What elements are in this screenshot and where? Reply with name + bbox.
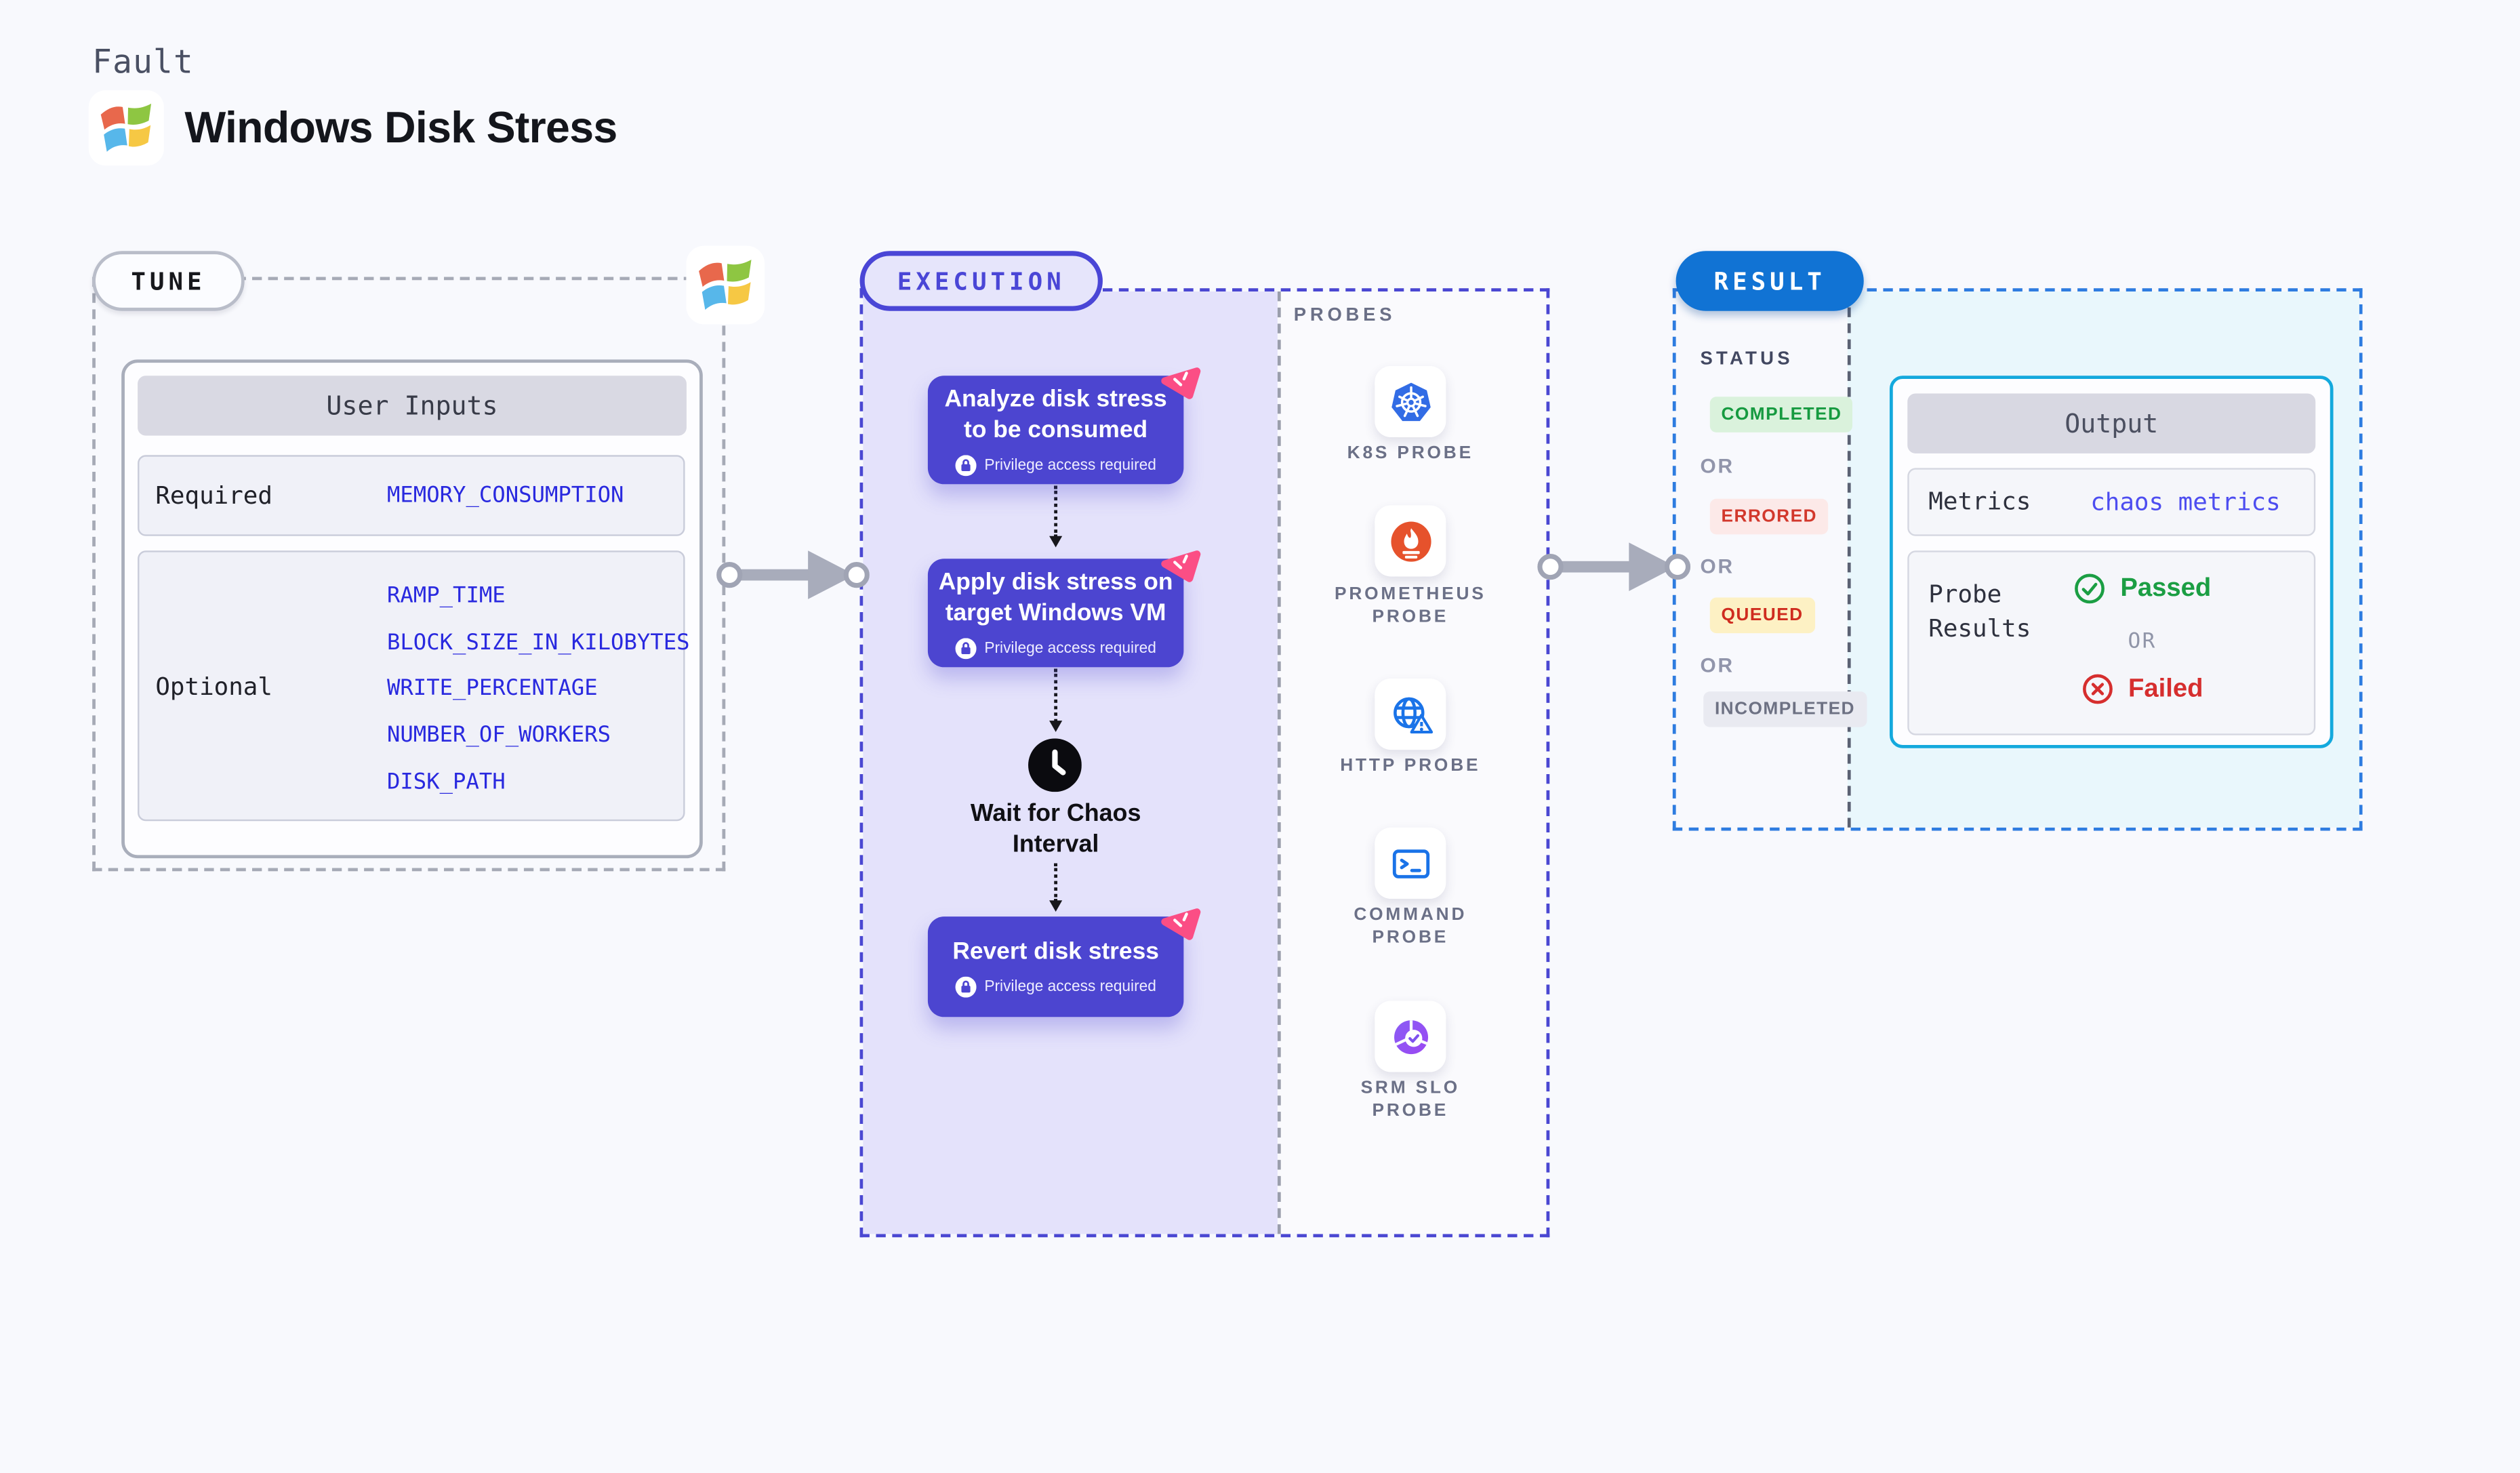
or-separator: OR [1700, 654, 1734, 677]
probe-label: K8S PROBE [1347, 443, 1474, 464]
probes-heading: PROBES [1293, 306, 1396, 326]
tune-pill: TUNE [92, 251, 245, 311]
prometheus-icon [1389, 519, 1433, 563]
input-variable: DISK_PATH [386, 768, 506, 795]
step-title: Analyze disk stress to be consumed [944, 386, 1167, 443]
status-badge-incompleted: INCOMPLETED [1703, 691, 1867, 727]
lock-icon [955, 975, 976, 996]
metrics-value: chaos metrics [2090, 487, 2281, 517]
check-circle-icon [2073, 571, 2107, 605]
status-badge-queued: QUEUED [1709, 597, 1815, 634]
input-variable: NUMBER_OF_WORKERS [386, 722, 611, 748]
output-title: Output [1907, 393, 2316, 453]
input-variable: BLOCK_SIZE_IN_KILOBYTES [386, 630, 690, 656]
metrics-label: Metrics [1928, 486, 2031, 516]
fault-kicker: Fault [92, 42, 195, 81]
step-title: Revert disk stress [952, 938, 1159, 965]
or-separator: OR [1700, 555, 1734, 578]
execution-section: Analyze disk stress to be consumed Privi… [859, 288, 1550, 1238]
output-card: Output Metrics chaos metrics Probe Resul… [1889, 376, 2334, 748]
probe-results-row: Probe Results Passed OR Failed [1907, 550, 2316, 735]
probe-label: HTTP PROBE [1340, 756, 1481, 776]
user-inputs-card: User Inputs Required MEMORY_CONSUMPTION … [121, 359, 703, 859]
arrow-down-icon [1048, 721, 1061, 732]
optional-values-list: RAMP_TIME BLOCK_SIZE_IN_KILOBYTES WRITE_… [386, 573, 690, 805]
x-circle-icon [2081, 672, 2115, 706]
probe-tile-http [1375, 678, 1446, 750]
step-apply-disk-stress: Apply disk stress on target Windows VM P… [927, 559, 1183, 668]
input-variable: RAMP_TIME [386, 583, 506, 609]
flow-connector [1054, 485, 1058, 538]
input-variable: WRITE_PERCENTAGE [386, 676, 598, 702]
probe-tile-command [1375, 827, 1446, 899]
result-pill: RESULT [1675, 251, 1864, 311]
windows-logo-icon [87, 89, 165, 167]
arrow-tune-to-execution [716, 550, 870, 599]
probes-panel [1277, 291, 1547, 1234]
step-title: Apply disk stress on target Windows VM [938, 569, 1173, 626]
or-separator: OR [2128, 630, 2157, 655]
flow-connector [1054, 863, 1058, 902]
probe-results-label: Probe Results [1928, 580, 2031, 643]
metrics-row: Metrics chaos metrics [1907, 468, 2316, 536]
or-separator: OR [1700, 455, 1734, 478]
chaos-experiment-icon [1160, 902, 1202, 941]
user-inputs-title: User Inputs [138, 376, 687, 436]
kubernetes-icon [1389, 380, 1433, 424]
lock-icon [955, 454, 976, 475]
required-label: Required [155, 481, 272, 510]
chaos-experiment-icon [1160, 544, 1202, 583]
probe-label: PROMETHEUS PROBE [1334, 584, 1486, 626]
optional-inputs-row: Optional RAMP_TIME BLOCK_SIZE_IN_KILOBYT… [138, 550, 690, 822]
terminal-icon [1389, 841, 1433, 885]
status-heading: STATUS [1700, 350, 1793, 369]
failed-result: Failed [2010, 672, 2275, 706]
lock-icon [955, 637, 976, 658]
privilege-badge: Privilege access required [984, 456, 1156, 474]
arrow-down-icon [1048, 900, 1061, 912]
flow-connector [1054, 668, 1058, 723]
execution-pill: EXECUTION [859, 251, 1103, 311]
probe-tile-srm-slo [1375, 1001, 1446, 1072]
globe-alert-icon [1389, 692, 1433, 736]
page-header: Windows Disk Stress [87, 89, 617, 167]
passed-result: Passed [2010, 571, 2275, 605]
status-badge-completed: COMPLETED [1709, 397, 1854, 432]
slo-gauge-icon [1389, 1015, 1433, 1059]
optional-label: Optional [155, 671, 272, 701]
probe-label: SRM SLO PROBE [1360, 1078, 1461, 1120]
probe-label: COMMAND PROBE [1354, 905, 1467, 947]
chaos-experiment-icon [1160, 361, 1202, 400]
probe-tile-k8s [1375, 365, 1446, 438]
privilege-badge: Privilege access required [984, 639, 1156, 657]
required-inputs-row: Required MEMORY_CONSUMPTION [138, 455, 685, 536]
arrow-down-icon [1048, 536, 1061, 548]
privilege-badge: Privilege access required [984, 977, 1156, 996]
status-badge-errored: ERRORED [1709, 498, 1829, 535]
wait-interval-label: Wait for Chaos Interval [970, 800, 1141, 859]
step-analyze-disk-stress: Analyze disk stress to be consumed Privi… [927, 376, 1183, 485]
arrow-execution-to-result [1537, 542, 1691, 591]
input-variable: MEMORY_CONSUMPTION [386, 482, 624, 509]
page-title: Windows Disk Stress [184, 102, 617, 152]
clock-icon [1028, 738, 1082, 792]
step-revert-disk-stress: Revert disk stress Privilege access requ… [927, 916, 1183, 1017]
windows-logo-icon [685, 245, 766, 325]
result-section: STATUS COMPLETED OR ERRORED OR QUEUED OR… [1672, 288, 2363, 831]
probe-tile-prometheus [1375, 505, 1446, 577]
failed-label: Failed [2128, 674, 2203, 702]
passed-label: Passed [2120, 573, 2212, 602]
